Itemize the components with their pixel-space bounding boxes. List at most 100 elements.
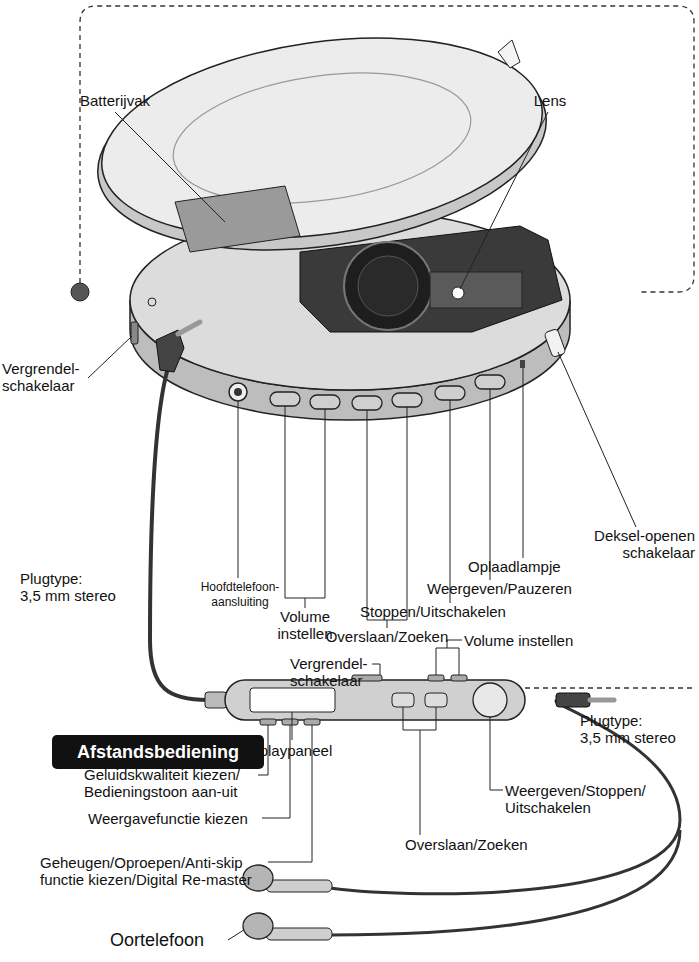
label-line: 3,5 mm stereo	[580, 729, 699, 746]
remote-button	[260, 719, 276, 725]
part-label: Oortelefoon	[110, 930, 230, 950]
part-label: Oplaadlampje	[468, 558, 578, 575]
button	[352, 396, 382, 410]
part-label: Deksel-openen schakelaar	[545, 527, 695, 561]
part-label: Lens	[520, 92, 580, 109]
jack-hole	[234, 388, 242, 396]
label-line: aansluiting	[188, 595, 292, 610]
part-label: Plugtype: 3,5 mm stereo	[580, 712, 699, 746]
leader-bracket	[436, 640, 462, 675]
button	[392, 393, 422, 407]
lens	[452, 287, 464, 299]
part-label: Weergavefunctie kiezen	[88, 810, 268, 827]
label-line: functie kiezen/Digital Re-master	[40, 871, 280, 888]
button	[270, 392, 300, 406]
part-label: Weergeven/Stoppen/ Uitschakelen	[505, 782, 675, 816]
play-button	[473, 683, 507, 717]
label-line: Geluidskwaliteit kiezen/	[84, 766, 264, 783]
label-line: schakelaar	[545, 544, 695, 561]
leader-line	[372, 664, 380, 675]
player-buttons	[270, 375, 505, 410]
charge-lamp	[520, 360, 525, 368]
part-label: Overslaan/Zoeken	[405, 836, 555, 853]
remote-button	[304, 719, 320, 725]
label-line: Vergrendel-	[2, 360, 102, 377]
plug-pin	[590, 698, 614, 703]
plug-pin	[178, 322, 200, 334]
spindle-inner	[358, 256, 418, 316]
label-line: Vergrendel-	[290, 655, 380, 672]
earphone-stem	[266, 928, 332, 940]
label-line: Bedieningstoon aan-uit	[84, 783, 264, 800]
part-label: Weergeven/Pauzeren	[427, 580, 597, 597]
button	[310, 395, 340, 409]
leader-line	[558, 352, 636, 527]
part-label: Overslaan/Zoeken	[317, 628, 457, 645]
label-line: schakelaar	[2, 377, 102, 394]
lens-track	[430, 272, 522, 308]
remote-body	[225, 680, 525, 720]
button	[475, 375, 505, 389]
remote-button	[282, 719, 298, 725]
hold-switch	[131, 322, 138, 344]
spindle	[344, 242, 432, 330]
label-line: Plugtype:	[580, 712, 699, 729]
leader-line	[460, 112, 548, 289]
part-label: Vergrendel- schakelaar	[290, 655, 380, 689]
label-line: Hoofdtelefoon-	[188, 580, 292, 595]
part-label: Geheugen/Oproepen/Anti-skip functie kiez…	[40, 854, 280, 888]
remote-button	[451, 675, 467, 681]
plug	[556, 693, 590, 707]
lid-open-switch	[544, 328, 566, 357]
part-label: Geluidskwaliteit kiezen/ Bedieningstoon …	[84, 766, 264, 800]
battery-compartment	[175, 186, 300, 252]
part-label: Displaypaneel	[238, 742, 348, 759]
leader-line	[490, 717, 503, 790]
leader-bracket	[403, 707, 436, 835]
leader-line	[490, 389, 491, 580]
label-line: Volume	[265, 608, 345, 625]
label-line: Uitschakelen	[505, 799, 675, 816]
label-line: Geheugen/Oproepen/Anti-skip	[40, 854, 280, 871]
leader-line	[238, 401, 239, 578]
remote-button	[392, 693, 414, 707]
lid-ring	[165, 56, 479, 221]
title-band: Afstandsbediening	[52, 735, 264, 769]
frame-dot	[71, 283, 89, 301]
headphone-jack	[229, 383, 247, 401]
leader-line	[262, 725, 290, 818]
leader-bracket	[285, 406, 325, 608]
label-line: 3,5 mm stereo	[20, 587, 140, 604]
leader-line	[115, 112, 225, 222]
label-line: Deksel-openen	[545, 527, 695, 544]
lid	[89, 12, 555, 264]
earphone-cable	[330, 830, 680, 935]
cable	[150, 368, 208, 700]
label-line: Weergeven/Stoppen/	[505, 782, 675, 799]
plug	[156, 330, 184, 372]
band-text: Afstandsbediening	[77, 742, 239, 763]
display-panel	[250, 688, 335, 712]
lid-hinge	[498, 40, 520, 68]
part-label: Vergrendel- schakelaar	[2, 360, 102, 394]
dashed-line	[525, 687, 694, 688]
leader-line	[523, 368, 524, 558]
remote-button	[425, 693, 447, 707]
earphone-stem	[266, 880, 332, 892]
leader-line	[450, 400, 451, 603]
part-label: Batterijvak	[60, 92, 170, 109]
leader-lines	[88, 112, 636, 628]
button	[435, 386, 465, 400]
remote-button	[428, 675, 444, 681]
part-label: Stoppen/Uitschakelen	[360, 603, 540, 620]
part-label: Volume instellen	[464, 632, 594, 649]
earphone	[243, 913, 273, 939]
remote-connector	[205, 692, 227, 708]
leader-line	[88, 336, 132, 378]
part-label: Hoofdtelefoon- aansluiting	[188, 580, 292, 610]
label-line: schakelaar	[290, 672, 380, 689]
leader-bracket	[367, 407, 407, 628]
leader-lines	[228, 640, 503, 940]
body-dot	[148, 298, 156, 306]
